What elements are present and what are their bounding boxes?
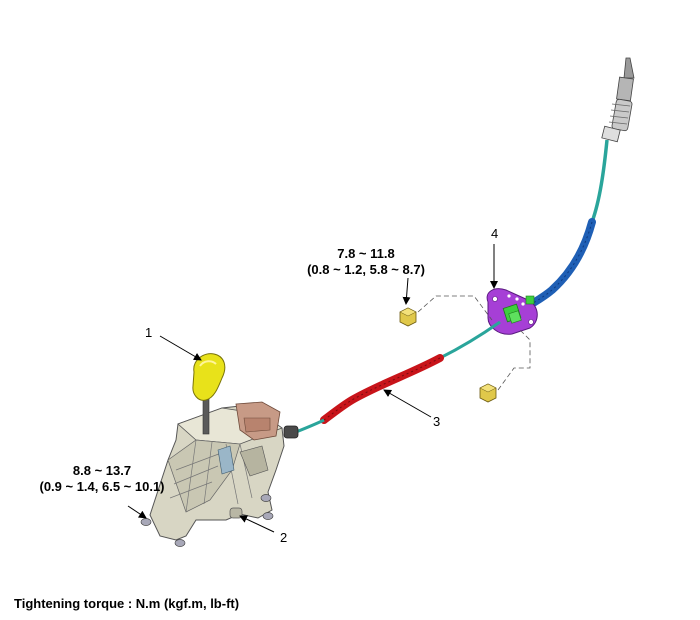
torque-alt-units: (0.8 ~ 1.2, 5.8 ~ 8.7) [307, 262, 425, 277]
shift-lever-housing [140, 401, 285, 547]
cable-teal-upper [590, 139, 609, 223]
torque-nm-value: 8.8 ~ 13.7 [72, 463, 132, 478]
callout-arrows [127, 244, 498, 533]
cable-teal-middle [439, 320, 501, 360]
cable-end-fitting [601, 57, 635, 143]
shift-knob [192, 353, 226, 401]
torque-nm-value: 7.8 ~ 11.8 [337, 246, 395, 261]
cable-blue-conduit [526, 218, 596, 309]
torque-spec-lever-bolt: 8.8 ~ 13.7 (0.9 ~ 1.4, 6.5 ~ 10.1) [22, 463, 182, 495]
torque-spec-bracket-nut: 7.8 ~ 11.8 (0.8 ~ 1.2, 5.8 ~ 8.7) [276, 246, 456, 278]
torque-alt-units: (0.9 ~ 1.4, 6.5 ~ 10.1) [39, 479, 165, 494]
bracket-nut-lower [479, 383, 497, 403]
callout-3: 3 [433, 414, 441, 429]
cable-teal-lower [295, 418, 325, 434]
cable-lever-end [283, 425, 299, 439]
callout-1: 1 [145, 325, 153, 340]
nut-leader-lines [417, 295, 531, 391]
cable-red-conduit [320, 354, 444, 424]
torque-units-note: Tightening torque : N.m (kgf.m, lb-ft) [14, 596, 240, 611]
callout-2: 2 [280, 530, 288, 545]
callout-4: 4 [491, 226, 499, 241]
bracket-nut-upper [399, 307, 417, 327]
